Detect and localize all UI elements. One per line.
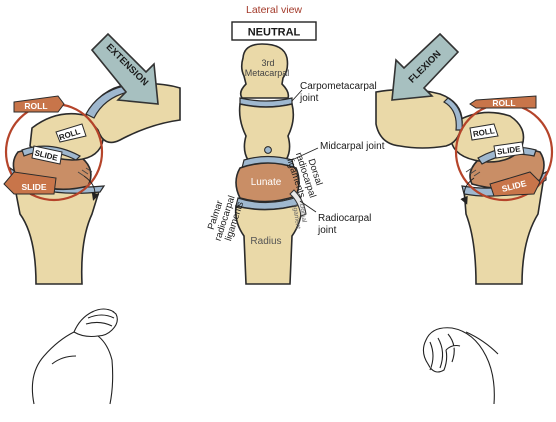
left-slide-outer-label: SLIDE [21, 182, 46, 192]
right-slide-inner-tag [493, 141, 525, 159]
radius-label: Radius [250, 236, 281, 247]
hand-extension-sketch [31, 308, 118, 405]
left-roll-outer-label: ROLL [24, 101, 47, 111]
cmc-label-1: Carpometacarpal [300, 81, 377, 92]
midcarpal-leader [291, 147, 319, 161]
right-roll-outer-tag [469, 95, 537, 109]
neutral-label: NEUTRAL [248, 27, 301, 39]
neutral-view: NEUTRAL 3rd Metacarpal Lunate Radius Dor… [206, 21, 385, 285]
lunate-label: Lunate [251, 177, 282, 188]
right-ligament-arc [460, 177, 475, 205]
radiocarpal-label-1: Radiocarpal [318, 213, 371, 224]
left-slide-inner-tag [31, 145, 63, 165]
dorsal-ligament-band [289, 189, 307, 217]
flexion-arrow [391, 32, 460, 101]
midcarpal-label: Midcarpal joint [320, 141, 385, 152]
right-ligament-fibers [465, 167, 481, 177]
svg-text:ligament: ligament [291, 204, 301, 229]
extension-view: EXTENSION ROLL ROLL SLIDE SLIDE [3, 32, 181, 285]
extension-arrow [90, 32, 159, 105]
right-cmc-cartilage [443, 97, 463, 131]
disc-ligament-label: Dorsal ligament [291, 203, 308, 229]
right-roll-inner-tag [469, 123, 499, 141]
right-slide-outer-tag [489, 171, 541, 197]
radiocarpal-label-2: joint [317, 225, 337, 236]
left-roll-outer-tag [13, 95, 65, 113]
dorsal-ligaments-label: Dorsal radiocarpal ligaments [284, 151, 324, 199]
neutral-label-box [231, 21, 317, 41]
cmc-leader [291, 89, 303, 102]
metacarpal-label-1: 3rd [261, 58, 274, 68]
diagram-title: Lateral view [246, 4, 302, 16]
left-ligament-arc [83, 175, 100, 201]
left-slide-outer-tag [3, 171, 57, 195]
metacarpal-label-2: Metacarpal [245, 68, 290, 78]
radius-bone [234, 202, 303, 285]
left-ligament-fibers [77, 167, 93, 177]
svg-text:Dorsal: Dorsal [298, 203, 308, 223]
left-roll-inner-tag [55, 123, 87, 143]
hand-flexion-sketch [422, 327, 499, 405]
metacarpal-bone [239, 43, 290, 99]
radiocarpal-leader [299, 200, 317, 213]
right-roll-inner-label: ROLL [472, 126, 495, 139]
capitate-axis-dot [264, 146, 272, 154]
cmc-label-2: joint [299, 93, 319, 104]
right-slide-inner-label: SLIDE [496, 144, 521, 156]
capitate-bone [238, 103, 295, 161]
right-roll-outer-label: ROLL [492, 98, 515, 108]
flexion-view: FLEXION ROLL ROLL SLIDE SLIDE [375, 32, 554, 285]
